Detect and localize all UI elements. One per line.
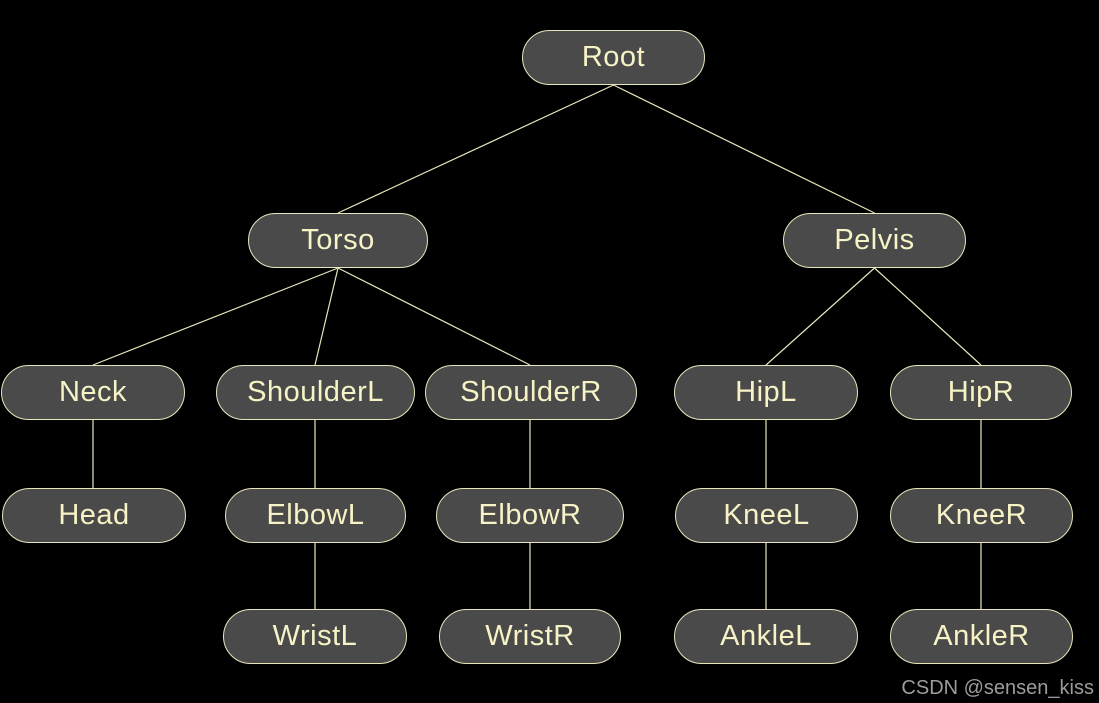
edge-torso-neck [92, 267, 339, 366]
edge-pelvis-hipL [765, 267, 875, 366]
node-wristR: WristR [439, 609, 621, 664]
node-hipL: HipL [674, 365, 858, 420]
node-hipR: HipR [890, 365, 1072, 420]
node-torso: Torso [248, 213, 428, 268]
node-elbowL: ElbowL [225, 488, 406, 543]
node-kneeR: KneeR [890, 488, 1073, 543]
edge-root-torso [337, 84, 614, 214]
node-shoulderL: ShoulderL [216, 365, 415, 420]
csdn-watermark: CSDN @sensen_kiss [901, 677, 1094, 699]
node-elbowR: ElbowR [436, 488, 624, 543]
node-shoulderR: ShoulderR [425, 365, 637, 420]
node-neck: Neck [1, 365, 185, 420]
node-ankleL: AnkleL [674, 609, 858, 664]
node-ankleR: AnkleR [890, 609, 1073, 664]
edge-torso-shoulderR [337, 267, 531, 366]
node-root: Root [522, 30, 705, 85]
edge-torso-shoulderL [314, 267, 339, 366]
edge-pelvis-hipR [874, 267, 982, 366]
edge-root-pelvis [613, 84, 875, 214]
node-head: Head [2, 488, 186, 543]
node-kneeL: KneeL [675, 488, 858, 543]
node-wristL: WristL [223, 609, 407, 664]
node-pelvis: Pelvis [783, 213, 966, 268]
